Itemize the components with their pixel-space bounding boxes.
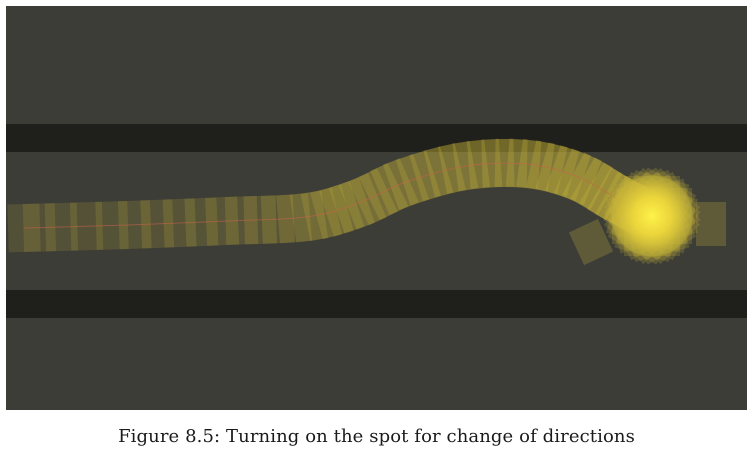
figure-caption: Figure 8.5: Turning on the spot for chan… (118, 426, 635, 447)
lower-wall (6, 290, 747, 318)
trajectory-center-line (23, 162, 647, 229)
upper-wall (6, 124, 747, 152)
figure-illustration (6, 6, 747, 410)
turn-footprint (568, 218, 614, 266)
turn-glow (610, 174, 694, 258)
turn-footprint (696, 202, 726, 246)
